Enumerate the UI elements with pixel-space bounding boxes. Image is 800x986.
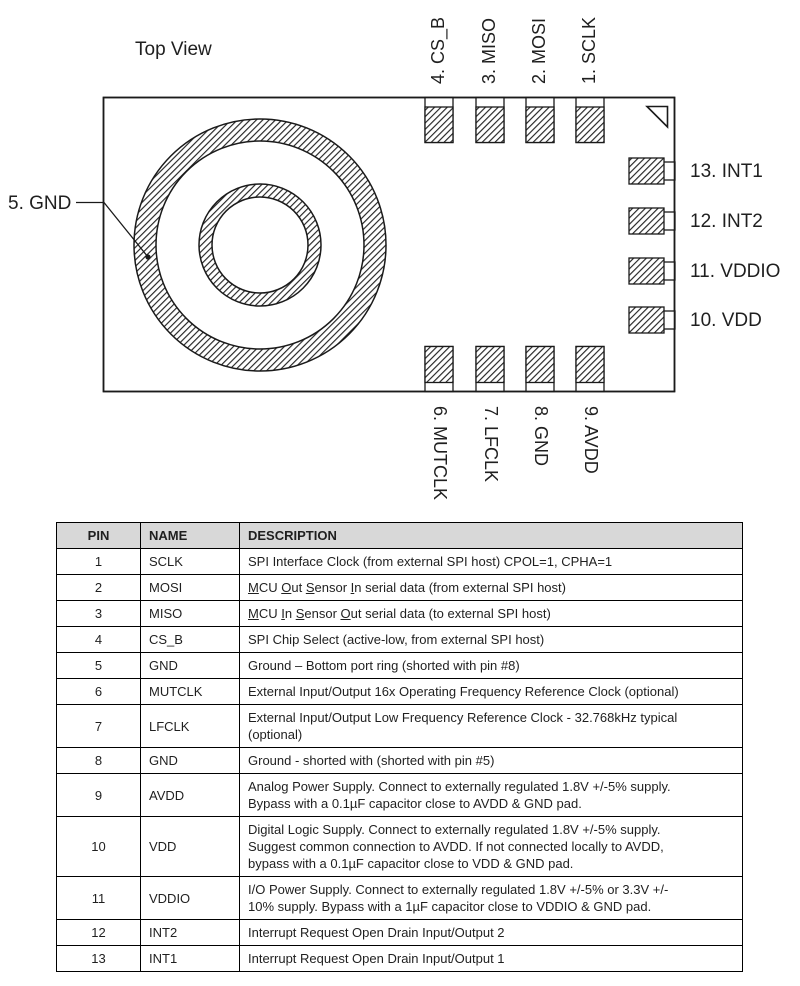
inner-ring-inner-edge [211,196,309,294]
table-row: 6 MUTCLK External Input/Output 16x Opera… [56,678,743,705]
pinout-diagram: Top View [8,17,780,500]
diagram-title: Top View [135,39,212,60]
leader-dot [145,254,151,260]
pin-desc-cell: MCU In Sensor Out serial data (to extern… [239,600,743,627]
pin-number-cell: 2 [56,574,141,601]
pin-number-cell: 3 [56,600,141,627]
pin-number-cell: 7 [56,704,141,748]
table-row: 9 AVDD Analog Power Supply. Connect to e… [56,773,743,817]
pin-label-5-gnd: 5. GND [8,193,71,214]
pin-desc-cell: Ground - shorted with (shorted with pin … [239,747,743,774]
header-pin: PIN [56,522,141,549]
pin-number-cell: 10 [56,816,141,877]
pin-desc-cell: SPI Chip Select (active-low, from extern… [239,626,743,653]
pin-number-cell: 8 [56,747,141,774]
pin-label-2-mosi: 2. MOSI [529,18,549,84]
pin-number-cell: 9 [56,773,141,817]
table-row: 4 CS_B SPI Chip Select (active-low, from… [56,626,743,653]
pin-name-cell: MISO [140,600,240,627]
chip-package-border [102,96,676,393]
table-row: 13 INT1 Interrupt Request Open Drain Inp… [56,945,743,972]
pin-desc-cell: External Input/Output Low Frequency Refe… [239,704,743,748]
pin-number-cell: 5 [56,652,141,679]
right-pads [628,157,676,334]
pad-11-vddio [628,257,676,285]
pin-desc-cell: Digital Logic Supply. Connect to externa… [239,816,743,877]
pin-name-cell: AVDD [140,773,240,817]
pin-name-cell: LFCLK [140,704,240,748]
pin-desc-cell: Analog Power Supply. Connect to external… [239,773,743,817]
table-row: 5 GND Ground – Bottom port ring (shorted… [56,652,743,679]
gnd-leader-line [76,201,151,260]
table-row: 1 SCLK SPI Interface Clock (from externa… [56,548,743,575]
pad-1-sclk [575,96,605,144]
pad-2-mosi [525,96,555,144]
pad-10-vdd [628,306,676,334]
pin-label-3-miso: 3. MISO [479,18,499,84]
pin-label-7-lfclk: 7. LFCLK [481,406,501,482]
pad-3-miso [475,96,505,144]
pad-7-lfclk [475,345,505,393]
pin-name-cell: CS_B [140,626,240,653]
pad-13-int1 [628,157,676,185]
pin-name-cell: GND [140,747,240,774]
pin-label-6-mutclk: 6. MUTCLK [430,406,450,500]
bottom-port-rings [133,118,387,372]
pin-label-10-vdd: 10. VDD [690,310,762,331]
pin-label-13-int1: 13. INT1 [690,161,763,182]
pin-label-9-avdd: 9. AVDD [581,406,601,474]
pin-number-cell: 13 [56,945,141,972]
table-row: 7 LFCLK External Input/Output Low Freque… [56,704,743,748]
top-pads [424,96,605,144]
pad-8-gnd [525,345,555,393]
table-header-row: PIN NAME DESCRIPTION [56,522,743,549]
pin-name-cell: VDDIO [140,876,240,920]
pin-label-11-vddio: 11. VDDIO [690,261,780,282]
pin-number-cell: 11 [56,876,141,920]
pin1-marker-triangle-icon [645,105,669,129]
pin-desc-cell: Ground – Bottom port ring (shorted with … [239,652,743,679]
pin-number-cell: 1 [56,548,141,575]
table-row: 10 VDD Digital Logic Supply. Connect to … [56,816,743,877]
pin-name-cell: MUTCLK [140,678,240,705]
table-row: 12 INT2 Interrupt Request Open Drain Inp… [56,919,743,946]
pin-desc-cell: Interrupt Request Open Drain Input/Outpu… [239,945,743,972]
pin-label-8-gnd: 8. GND [531,406,551,466]
header-description: DESCRIPTION [239,522,743,549]
pad-9-avdd [575,345,605,393]
pin-name-cell: INT2 [140,919,240,946]
pad-4-csb [424,96,454,144]
pin-label-12-int2: 12. INT2 [690,211,763,232]
table-row: 3 MISO MCU In Sensor Out serial data (to… [56,600,743,627]
pin-number-cell: 6 [56,678,141,705]
bottom-pads [424,345,605,393]
pin-label-1-sclk: 1. SCLK [579,17,599,84]
pad-6-mutclk [424,345,454,393]
pin-name-cell: SCLK [140,548,240,575]
pin-name-cell: GND [140,652,240,679]
pin-number-cell: 4 [56,626,141,653]
pin-desc-cell: MCU Out Sensor In serial data (from exte… [239,574,743,601]
pin-label-4-csb: 4. CS_B [428,17,449,84]
header-name: NAME [140,522,240,549]
table-row: 2 MOSI MCU Out Sensor In serial data (fr… [56,574,743,601]
table-row: 11 VDDIO I/O Power Supply. Connect to ex… [56,876,743,920]
pad-12-int2 [628,207,676,235]
pin-name-cell: INT1 [140,945,240,972]
pin-description-table: PIN NAME DESCRIPTION 1 SCLK SPI Interfac… [56,522,743,972]
pin-desc-cell: SPI Interface Clock (from external SPI h… [239,548,743,575]
pin-desc-cell: Interrupt Request Open Drain Input/Outpu… [239,919,743,946]
table-row: 8 GND Ground - shorted with (shorted wit… [56,747,743,774]
pin-desc-cell: External Input/Output 16x Operating Freq… [239,678,743,705]
pin-name-cell: VDD [140,816,240,877]
pin-desc-cell: I/O Power Supply. Connect to externally … [239,876,743,920]
pin-number-cell: 12 [56,919,141,946]
pin-name-cell: MOSI [140,574,240,601]
